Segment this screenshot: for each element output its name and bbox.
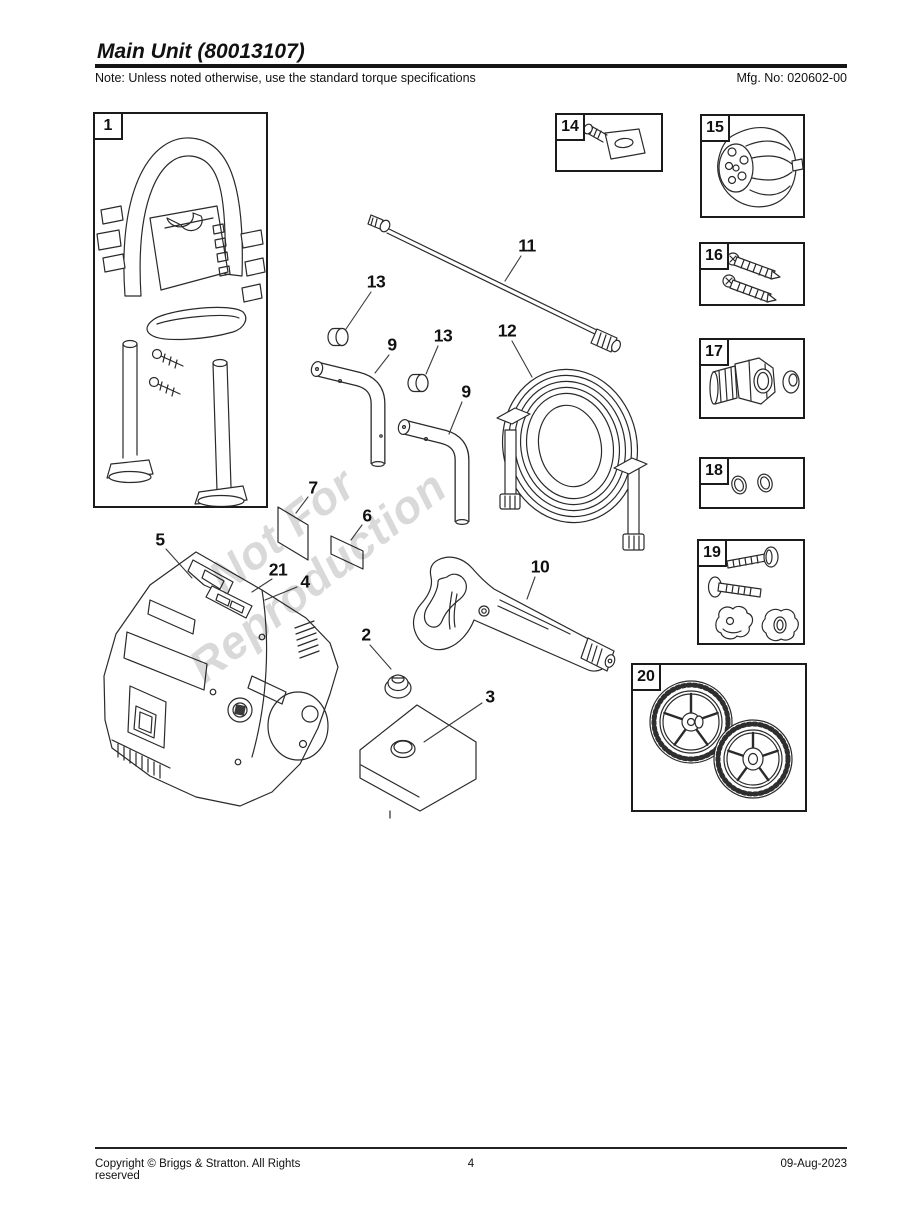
callout-number-13: 13 (366, 271, 386, 292)
panel-16-screws: 16 (699, 242, 805, 306)
page-number: 4 (467, 1158, 475, 1170)
panel-15-pump-assembly: 15 (700, 114, 805, 218)
wheels-drawing (649, 680, 793, 799)
callout-number-5: 5 (155, 529, 165, 550)
panel-20-wheels: 20 (631, 663, 807, 812)
spray-wand-drawing (367, 214, 622, 353)
elbow-tube-9a-drawing (310, 361, 386, 468)
leader-lines (165, 255, 536, 743)
callout-number-11: 11 (518, 235, 536, 256)
cap-13b-drawing (407, 373, 429, 393)
o-rings-drawing (731, 473, 773, 495)
header-rule (95, 64, 847, 68)
panel-18-o-rings: 18 (699, 457, 805, 509)
detergent-tank-drawing (359, 704, 477, 819)
cap-13a-drawing (327, 327, 349, 347)
callout-number-3: 3 (485, 686, 495, 707)
hose-fitting-drawing (709, 357, 800, 405)
screws-drawing (722, 252, 781, 303)
callout-number-9: 9 (387, 334, 397, 355)
panel-20-number: 20 (631, 663, 661, 691)
pump-assembly-drawing (717, 127, 803, 208)
mfg-number: Mfg. No: 020602-00 (736, 71, 848, 85)
spray-gun-drawing (412, 556, 616, 672)
decal-7-drawing (277, 506, 309, 561)
main-unit-housing-drawing (103, 551, 339, 807)
callout-number-21: 21 (268, 559, 288, 580)
panel-1-handle-assembly: 1 (93, 112, 268, 508)
panel-17-number: 17 (699, 338, 729, 366)
callout-number-7: 7 (308, 477, 318, 498)
handle-assembly-drawing (96, 137, 266, 506)
elbow-tube-9b-drawing (397, 419, 470, 525)
callout-number-6: 6 (362, 505, 372, 526)
panel-17-hose-fitting: 17 (699, 338, 805, 419)
wheel-2 (713, 719, 793, 799)
callout-number-9: 9 (461, 381, 471, 402)
cap-2-drawing (384, 674, 412, 699)
panel-14-number: 14 (555, 113, 585, 141)
panel-1-number: 1 (93, 112, 123, 140)
nozzle-drawing (583, 123, 646, 160)
panel-15-number: 15 (700, 114, 730, 142)
callout-number-4: 4 (300, 571, 310, 592)
panel-19-bolts-and-knobs: 19 (697, 539, 805, 645)
wheel-1 (649, 680, 733, 764)
callout-number-13: 13 (433, 325, 453, 346)
callout-number-2: 2 (361, 624, 371, 645)
high-pressure-hose-drawing (496, 368, 648, 551)
callout-number-10: 10 (530, 556, 550, 577)
page-title: Main Unit (80013107) (97, 40, 305, 63)
panel-16-number: 16 (699, 242, 729, 270)
bolts-and-knobs-drawing (707, 546, 799, 642)
panel-14-nozzle: 14 (555, 113, 663, 172)
copyright-text: Copyright © Briggs & Stratton. All Right… (95, 1158, 301, 1182)
footer-rule (95, 1147, 847, 1149)
torque-note: Note: Unless noted otherwise, use the st… (95, 71, 476, 85)
date-text: 09-Aug-2023 (780, 1158, 848, 1170)
panel-19-number: 19 (697, 539, 727, 567)
panel-18-number: 18 (699, 457, 729, 485)
decal-6-drawing (330, 535, 364, 570)
callout-number-12: 12 (497, 320, 517, 341)
